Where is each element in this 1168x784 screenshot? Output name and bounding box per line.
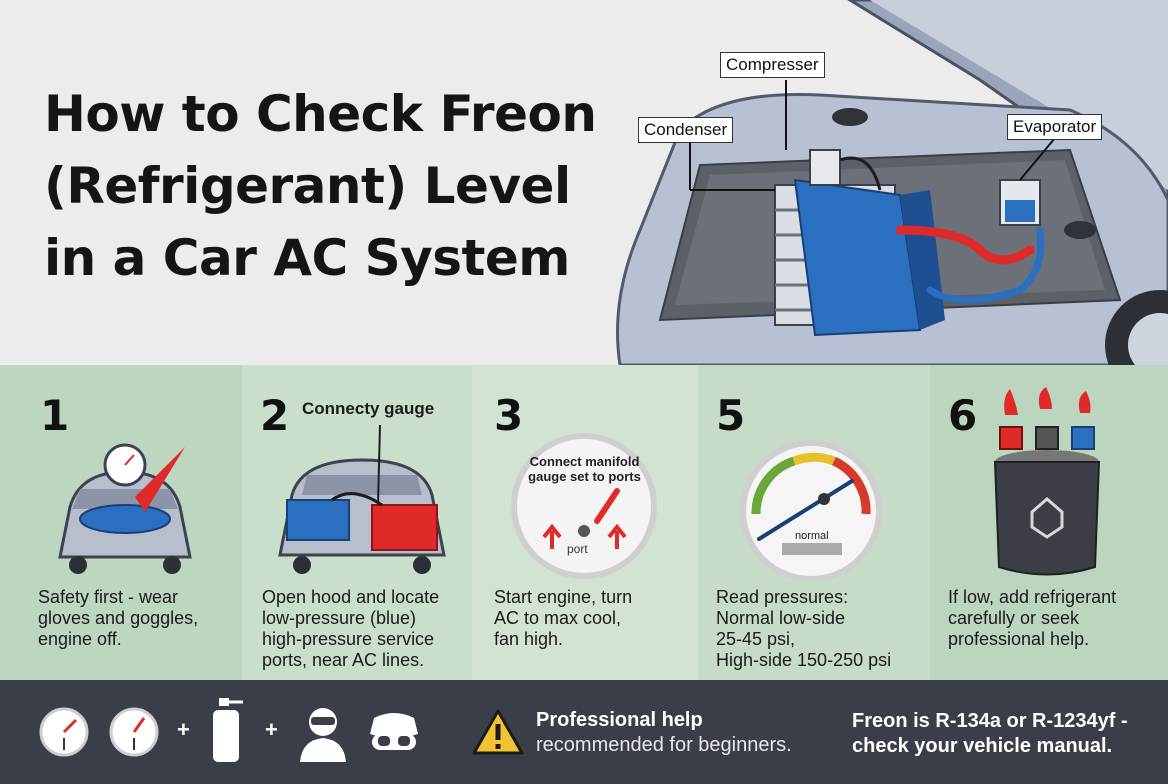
steps-row: 1 Safety first - wear gloves and goggles… [0,365,1168,680]
warning-title: Professional help [536,709,703,731]
step-number: 5 [716,391,746,440]
refrigerant-canister-icon [213,698,243,762]
step-number: 2 [260,391,290,440]
step-2: 2 Connecty gauge Open hood and locate lo… [242,365,472,680]
refrigerant-can-icon [993,387,1101,576]
engine-bay-illustration [616,0,1168,365]
pressure-gauge-icon [740,440,882,579]
refrigerant-type-note: Freon is R-134a or R-1234yf - check your… [852,710,1128,757]
step-number: 6 [948,391,978,440]
safety-person-icon [300,708,346,762]
step-number: 3 [494,391,524,440]
warning-subtitle: recommended for beginners. [536,734,792,756]
low-gauge-icon [39,707,89,757]
footer-bar [0,680,1168,784]
condenser-label: Condenser [638,117,734,143]
evaporator-label: Evaporator [1007,114,1103,140]
step-6: 6 If low, add refrigerant carefully or s… [930,365,1168,680]
step-heading: Connecty gauge [302,399,435,418]
warning-icon [472,709,524,755]
title-line-2: (Refrigerant) Level [44,157,571,215]
step-caption: Safety first - wear gloves and goggles, … [38,587,199,649]
plus-sign: + [177,717,190,742]
evaporator-part [999,179,1041,226]
page-title: How to Check Freon (Refrigerant) Level i… [44,78,597,294]
plus-sign: + [265,717,278,742]
car-ports-icon [278,425,446,574]
dial-text: Connect manifold gauge set to ports [528,454,641,484]
step-3: 3 Connect manifold gauge set to ports po… [472,365,698,680]
manifold-dial-icon [511,433,657,579]
car-gauge-icon [58,443,192,574]
step-caption: Read pressures: Normal low-side 25-45 ps… [716,587,892,670]
gauge-label: normal [795,530,829,542]
step-number: 1 [40,391,70,440]
step-caption: If low, add refrigerant carefully or see… [948,587,1117,649]
step-caption: Start engine, turn AC to max cool, fan h… [494,587,633,649]
step-1: 1 Safety first - wear gloves and goggles… [0,365,242,680]
compressor-label: Compresser [720,52,825,78]
title-line-1: How to Check Freon [44,85,597,143]
high-gauge-icon [109,707,159,757]
step-caption: Open hood and locate low-pressure (blue)… [262,587,440,670]
title-line-3: in a Car AC System [44,229,570,287]
goggles-icon [370,713,418,750]
step-5: 5 normal Read pressures: Normal low-side… [698,365,930,680]
hero-section: How to Check Freon (Refrigerant) Level i… [0,0,1168,365]
dial-port-label: port [567,542,588,556]
